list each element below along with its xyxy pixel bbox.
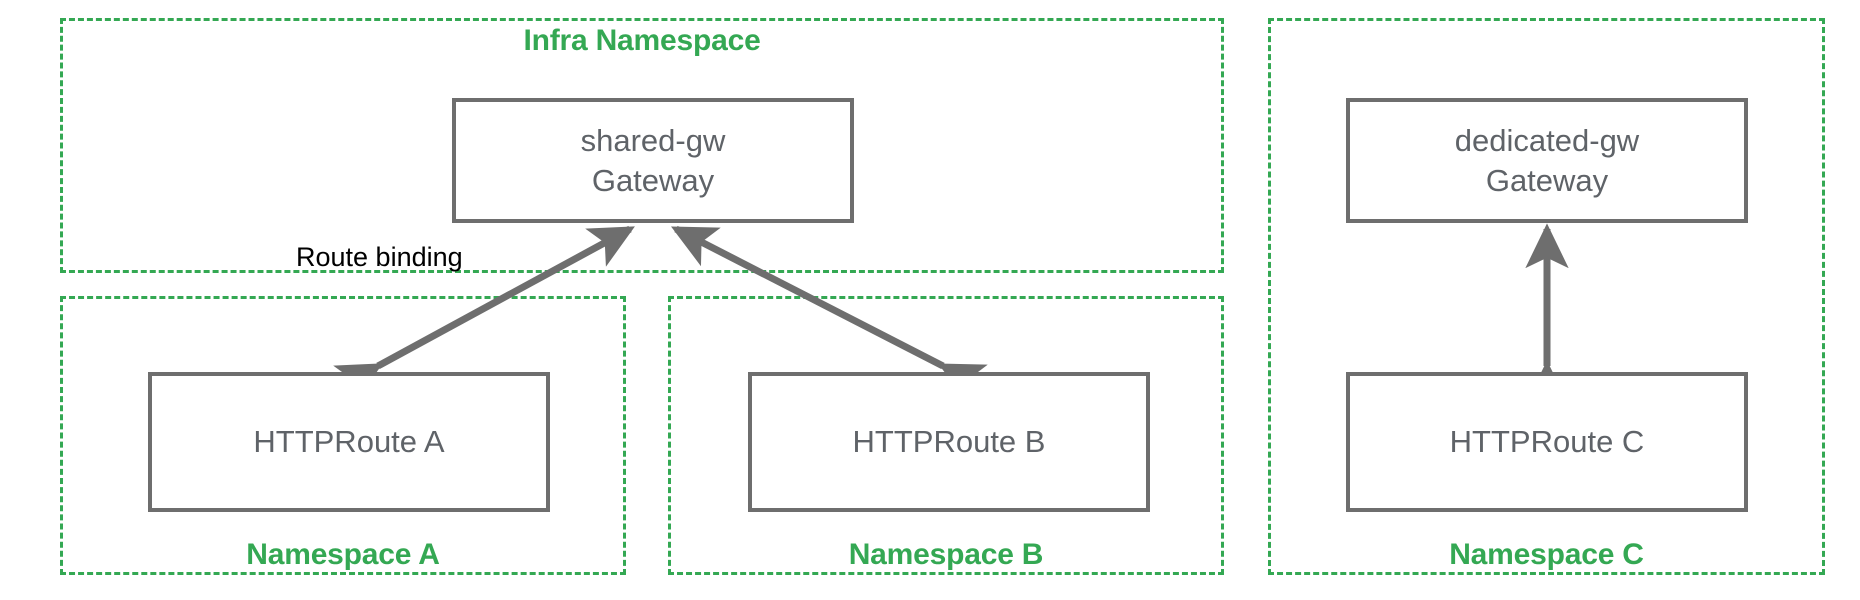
connector-label-route-binding: Route binding — [296, 242, 463, 272]
namespace-box-infra — [60, 18, 1224, 273]
resource-box-httproute-b[interactable]: HTTPRoute B — [748, 372, 1150, 512]
namespace-box-c — [1268, 18, 1825, 575]
resource-box-httproute-a[interactable]: HTTPRoute A — [148, 372, 550, 512]
resource-box-dedicated-gw[interactable]: dedicated-gw Gateway — [1346, 98, 1748, 223]
namespace-label-c: Namespace C — [1449, 538, 1644, 571]
namespace-label-b: Namespace B — [848, 538, 1044, 571]
resource-box-httproute-c[interactable]: HTTPRoute C — [1346, 372, 1748, 512]
namespace-label-infra: Infra Namespace — [523, 24, 761, 57]
namespace-label-a: Namespace A — [246, 538, 440, 571]
resource-box-shared-gw[interactable]: shared-gw Gateway — [452, 98, 854, 223]
